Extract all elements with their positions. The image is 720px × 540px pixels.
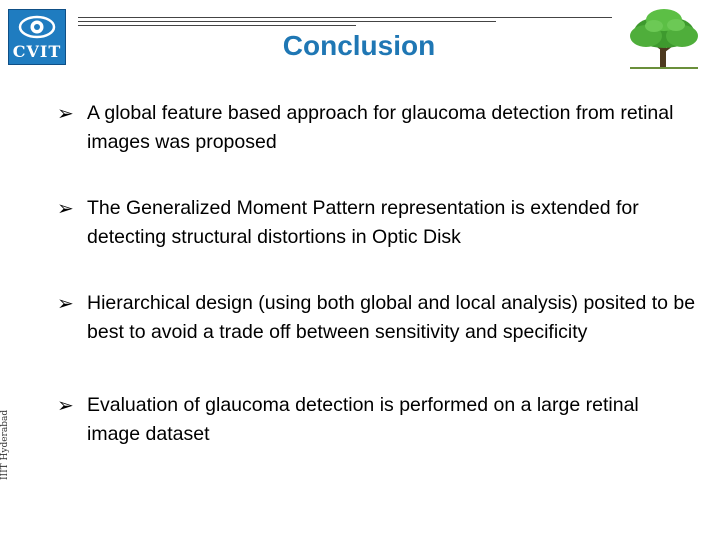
bullet-text: Hierarchical design (using both global a… <box>87 292 696 343</box>
eye-icon <box>18 15 56 39</box>
header-rule <box>78 21 496 22</box>
header-rule <box>78 25 356 26</box>
cvit-logo: CVIT <box>8 9 66 65</box>
tree-icon <box>630 9 698 69</box>
bullet-text: A global feature based approach for glau… <box>87 102 674 153</box>
bullet-item: ➢ Hierarchical design (using both global… <box>57 289 697 347</box>
logo-text: CVIT <box>12 42 62 61</box>
arrow-bullet-icon: ➢ <box>57 393 74 417</box>
bullet-item: ➢ A global feature based approach for gl… <box>57 99 697 157</box>
header-rule <box>78 17 612 18</box>
bullet-item: ➢ Evaluation of glaucoma detection is pe… <box>57 391 697 449</box>
arrow-bullet-icon: ➢ <box>57 291 74 315</box>
bullet-list: ➢ A global feature based approach for gl… <box>57 99 697 449</box>
bullet-text: Evaluation of glaucoma detection is perf… <box>87 394 639 445</box>
arrow-bullet-icon: ➢ <box>57 196 74 220</box>
bullet-text: The Generalized Moment Pattern represent… <box>87 197 639 248</box>
side-institution-text: IIIT Hyderabad <box>0 409 10 480</box>
arrow-bullet-icon: ➢ <box>57 101 74 125</box>
bullet-item: ➢ The Generalized Moment Pattern represe… <box>57 194 697 252</box>
page-title: Conclusion <box>282 30 436 61</box>
